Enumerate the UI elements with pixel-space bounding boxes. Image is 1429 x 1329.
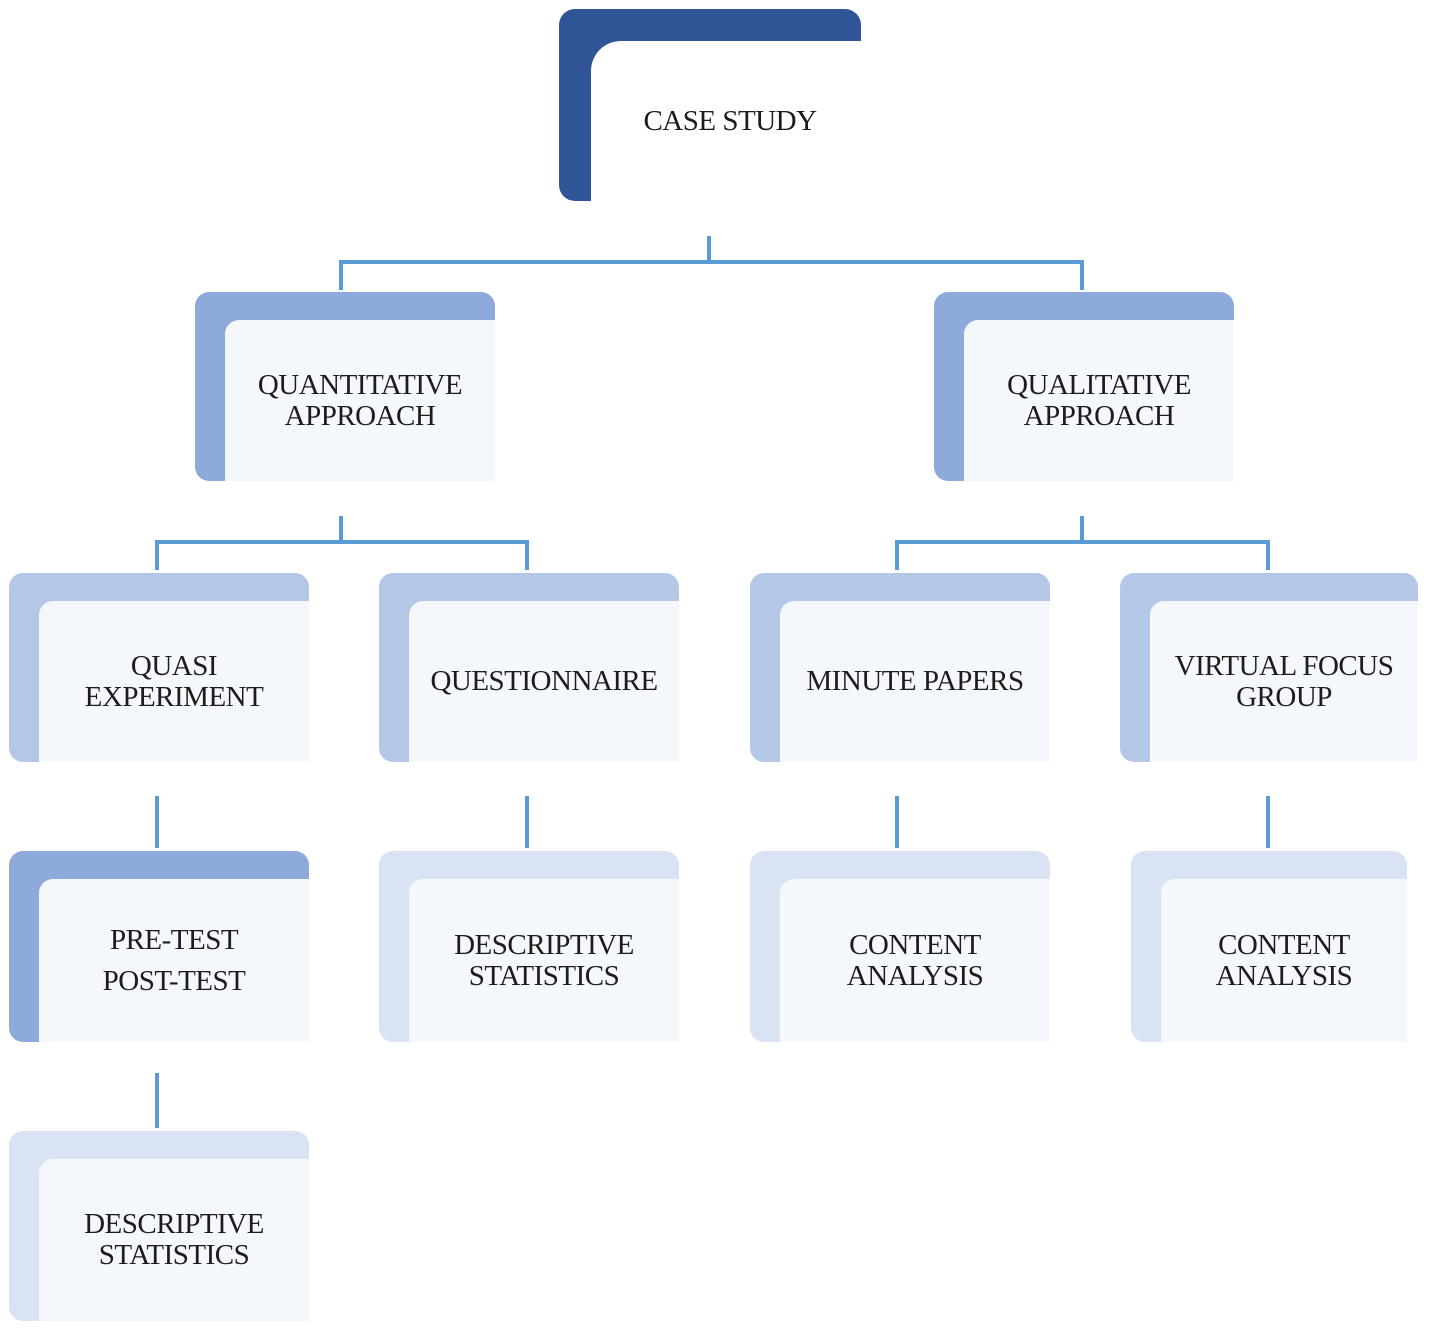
node-mp-analysis-label: CONTENT ANALYSIS: [846, 928, 984, 992]
node-quasi-experiment: QUASI EXPERIMENT: [9, 573, 309, 762]
node-focus-group-content-analysis: CONTENT ANALYSIS: [1131, 851, 1407, 1042]
node-mp-analysis-face: CONTENT ANALYSIS: [780, 879, 1050, 1042]
node-pretest-label: PRE-TEST POST-TEST: [102, 923, 246, 997]
node-virtual-focus-group: VIRTUAL FOCUS GROUP: [1120, 573, 1418, 762]
node-fg-analysis-label: CONTENT ANALYSIS: [1215, 928, 1353, 992]
node-case-study-face: CASE STUDY: [591, 41, 861, 201]
node-questionnaire: QUESTIONNAIRE: [379, 573, 679, 762]
node-questionnaire-descriptive-statistics: DESCRIPTIVE STATISTICS: [379, 851, 679, 1042]
node-pp-stats-label: DESCRIPTIVE STATISTICS: [84, 1208, 264, 1271]
node-qualitative-approach: QUALITATIVE APPROACH: [934, 292, 1234, 481]
node-questionnaire-face: QUESTIONNAIRE: [409, 601, 679, 762]
node-minute-papers-label: MINUTE PAPERS: [806, 665, 1024, 697]
node-fg-analysis-face: CONTENT ANALYSIS: [1161, 879, 1407, 1042]
node-quantitative-label: QUANTITATIVE APPROACH: [257, 368, 463, 432]
node-quasi-label: QUASI EXPERIMENT: [84, 649, 264, 713]
node-case-study: CASE STUDY: [559, 9, 861, 201]
node-quantitative-approach: QUANTITATIVE APPROACH: [195, 292, 495, 481]
node-pretest-face: PRE-TEST POST-TEST: [39, 879, 309, 1042]
node-vfg-label: VIRTUAL FOCUS GROUP: [1174, 649, 1394, 713]
node-q-stats-face: DESCRIPTIVE STATISTICS: [409, 879, 679, 1042]
node-minute-papers: MINUTE PAPERS: [750, 573, 1050, 762]
node-quasi-face: QUASI EXPERIMENT: [39, 601, 309, 762]
node-minute-papers-content-analysis: CONTENT ANALYSIS: [750, 851, 1050, 1042]
node-q-stats-label: DESCRIPTIVE STATISTICS: [454, 928, 634, 992]
node-pp-stats-face: DESCRIPTIVE STATISTICS: [39, 1159, 309, 1321]
node-minute-papers-face: MINUTE PAPERS: [780, 601, 1050, 762]
node-pre-post-test: PRE-TEST POST-TEST: [9, 851, 309, 1042]
node-quantitative-face: QUANTITATIVE APPROACH: [225, 320, 495, 481]
node-vfg-face: VIRTUAL FOCUS GROUP: [1150, 601, 1418, 762]
node-pre-post-descriptive-statistics: DESCRIPTIVE STATISTICS: [9, 1131, 309, 1321]
node-qualitative-label: QUALITATIVE APPROACH: [1007, 368, 1191, 432]
node-questionnaire-label: QUESTIONNAIRE: [430, 665, 658, 697]
node-qualitative-face: QUALITATIVE APPROACH: [964, 320, 1234, 481]
node-case-study-label: CASE STUDY: [643, 104, 817, 137]
